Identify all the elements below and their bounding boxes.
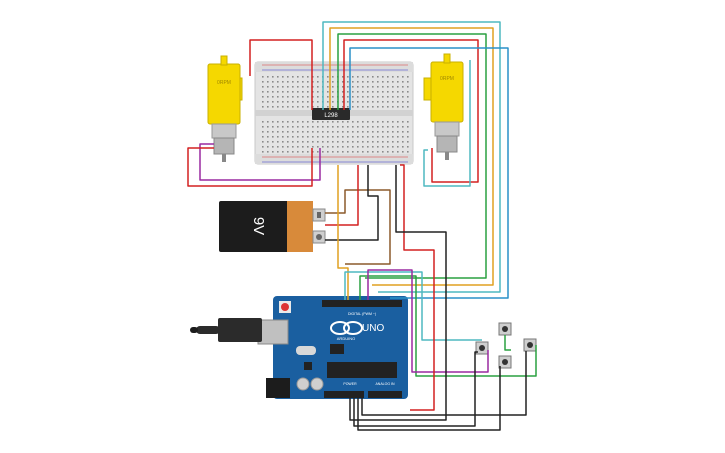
- wire-black-arduino-1[interactable]: [349, 165, 447, 421]
- wire-orange-top[interactable]: [329, 27, 494, 286]
- wire-orange-arduino[interactable]: [337, 165, 349, 300]
- pushbutton-4[interactable]: [523, 338, 537, 352]
- analog-header-label: ANALOG IN: [375, 382, 395, 386]
- wire-purple-left-motor[interactable]: [199, 143, 321, 181]
- pushbutton-2[interactable]: [498, 322, 512, 336]
- arduino-uno[interactable]: UNO ARDUINO DIGITAL (PWM ~) POWER ANALOG…: [190, 296, 408, 399]
- wire-red-arduino[interactable]: [400, 164, 435, 411]
- motor-right[interactable]: 0RPM: [423, 53, 464, 160]
- wire-black-battery[interactable]: [325, 165, 379, 241]
- pushbutton-3[interactable]: [498, 355, 512, 369]
- wires: [187, 21, 537, 431]
- wire-blue-top[interactable]: [349, 47, 509, 299]
- wire-black-arduino-4[interactable]: [361, 351, 527, 416]
- wire-teal-arduino[interactable]: [344, 271, 482, 341]
- wire-green-arduino[interactable]: [359, 275, 537, 377]
- pushbutton-1[interactable]: [475, 341, 489, 355]
- arduino-brand-label: ARDUINO: [337, 336, 355, 341]
- digital-header-label: DIGITAL (PWM ~): [348, 312, 376, 316]
- breadboard-holes: [262, 76, 409, 153]
- wire-teal-right-motor[interactable]: [423, 60, 471, 187]
- wire-black-arduino-3[interactable]: [357, 366, 501, 431]
- power-header-label: POWER: [343, 382, 357, 386]
- wire-red-motor-left[interactable]: [249, 39, 313, 110]
- wire-red-battery[interactable]: [325, 165, 359, 226]
- motor-left-label: 0RPM: [217, 80, 231, 86]
- battery-9v[interactable]: 9V: [219, 201, 326, 252]
- wire-green-button[interactable]: [504, 335, 511, 351]
- wire-purple-arduino[interactable]: [367, 269, 489, 373]
- wire-red-top[interactable]: [343, 39, 479, 183]
- chip-label: L298: [324, 113, 338, 119]
- wire-teal-top[interactable]: [322, 21, 501, 293]
- motor-right-label: 0RPM: [440, 76, 454, 82]
- motor-left[interactable]: 0RPM: [207, 55, 243, 162]
- wire-red-left-motor[interactable]: [187, 147, 313, 187]
- battery-label: 9V: [250, 217, 267, 235]
- wire-black-arduino-2[interactable]: [353, 351, 478, 427]
- l298-chip[interactable]: L298: [312, 108, 350, 120]
- arduino-model-label: UNO: [362, 323, 384, 334]
